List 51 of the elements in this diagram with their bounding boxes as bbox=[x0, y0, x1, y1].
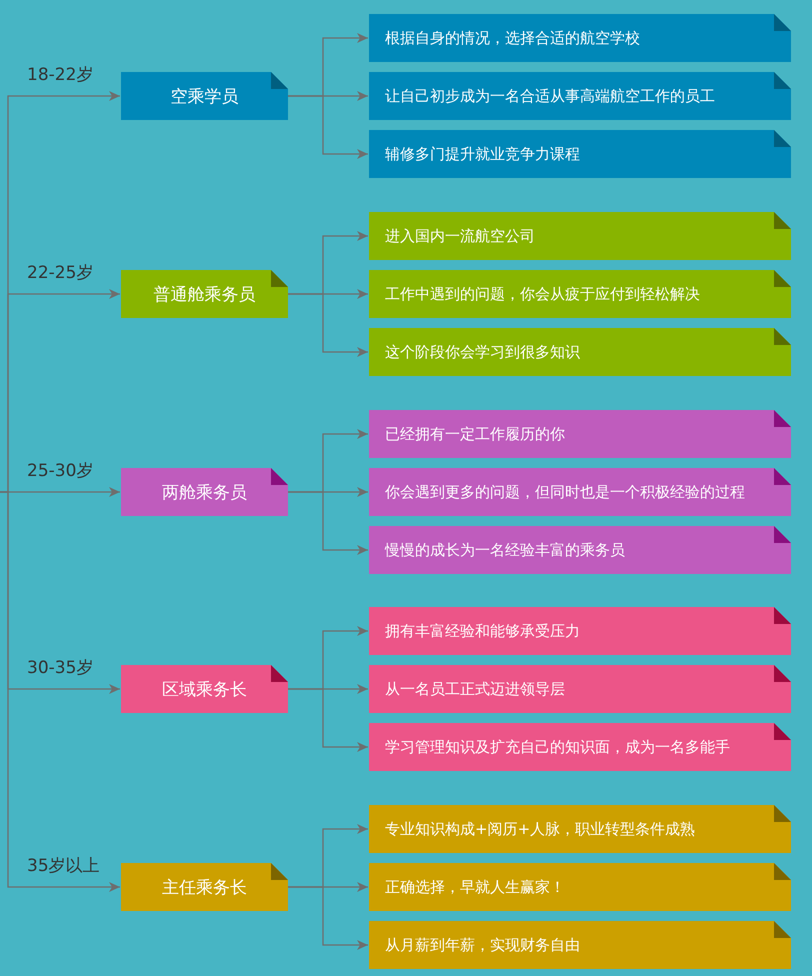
description-box bbox=[369, 723, 791, 771]
description-box bbox=[369, 270, 791, 318]
age-range-label: 25-30岁 bbox=[27, 460, 94, 482]
stage-box bbox=[121, 468, 288, 516]
label-text: 正确选择，早就人生赢家！ bbox=[385, 878, 565, 896]
arrow bbox=[288, 491, 368, 555]
label-text: 从一名员工正式迈进领导层 bbox=[385, 680, 565, 698]
stage-box bbox=[121, 270, 288, 318]
stage-box bbox=[121, 72, 288, 120]
label-text: 让自己初步成为一名合适从事高端航空工作的员工 bbox=[385, 86, 715, 106]
description-box bbox=[369, 526, 791, 574]
arrow bbox=[288, 688, 368, 752]
arrow bbox=[288, 886, 368, 950]
description-box bbox=[369, 665, 791, 713]
description-box bbox=[369, 14, 791, 62]
label-text: 主任乘务长 bbox=[162, 876, 247, 898]
label-text: 慢慢的成长为一名经验丰富的乘务员 bbox=[385, 540, 625, 560]
label-text: 从月薪到年薪，实现财务自由 bbox=[385, 936, 580, 954]
arrow bbox=[288, 293, 368, 357]
description-box bbox=[369, 805, 791, 853]
label-text: 专业知识构成+阅历+人脉，职业转型条件成熟 bbox=[385, 820, 696, 838]
description-box bbox=[369, 130, 791, 178]
description-box bbox=[369, 921, 791, 969]
age-range-label: 18-22岁 bbox=[27, 64, 94, 86]
label-text: 学习管理知识及扩充自己的知识面，成为一名多能手 bbox=[385, 738, 730, 756]
stage-box bbox=[121, 665, 288, 713]
label-text: 这个阶段你会学习到很多知识 bbox=[385, 342, 580, 362]
arrow bbox=[288, 95, 368, 159]
label-text: 根据自身的情况，选择合适的航空学校 bbox=[385, 28, 640, 48]
description-box bbox=[369, 328, 791, 376]
description-box bbox=[369, 410, 791, 458]
label-text: 辅修多门提升就业竞争力课程 bbox=[385, 144, 580, 164]
label-text: 两舱乘务员 bbox=[162, 482, 247, 504]
arrow bbox=[0, 491, 120, 892]
description-box bbox=[369, 607, 791, 655]
description-box bbox=[369, 863, 791, 911]
label-text: 空乘学员 bbox=[170, 86, 238, 108]
description-box bbox=[369, 212, 791, 260]
label-text: 普通舱乘务员 bbox=[154, 284, 256, 306]
age-range-label: 22-25岁 bbox=[27, 262, 94, 284]
stage-box bbox=[121, 863, 288, 911]
label-text: 你会遇到更多的问题，但同时也是一个积极经验的过程 bbox=[385, 482, 745, 502]
description-box bbox=[369, 72, 791, 120]
label-text: 已经拥有一定工作履历的你 bbox=[385, 424, 565, 444]
age-range-label: 30-35岁 bbox=[27, 657, 94, 679]
label-text: 工作中遇到的问题，你会从疲于应付到轻松解决 bbox=[385, 284, 700, 304]
age-range-label: 35岁以上 bbox=[27, 855, 100, 877]
label-text: 区域乘务长 bbox=[162, 678, 247, 700]
description-box bbox=[369, 468, 791, 516]
label-text: 进入国内一流航空公司 bbox=[385, 226, 535, 246]
label-text: 拥有丰富经验和能够承受压力 bbox=[385, 622, 580, 640]
